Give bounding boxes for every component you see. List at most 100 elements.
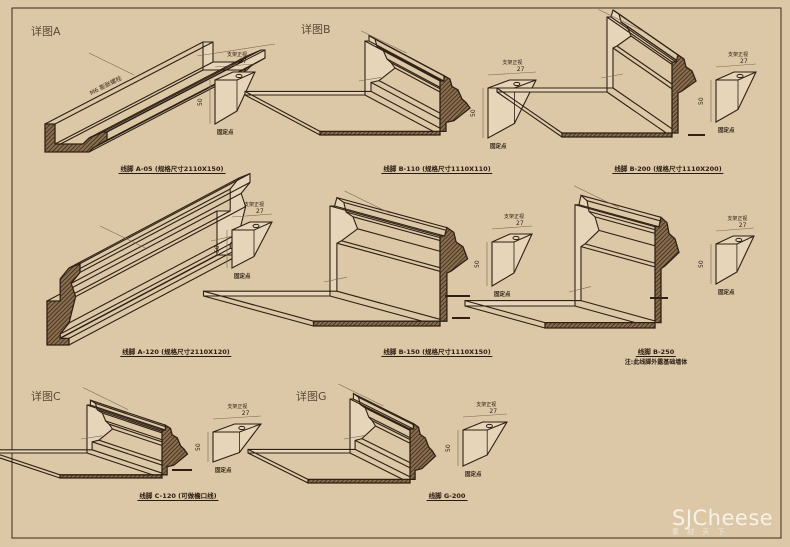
molding-g200-edge [349,452,411,484]
sheet-border [11,7,782,539]
bracket-b150-foot-text: 固定点 [494,290,511,298]
molding-a120-edge [79,173,251,265]
molding-b150-edge [343,201,454,233]
molding-b200-edge [610,16,677,63]
bracket-b200-foot-text: 固定点 [718,126,735,134]
molding-g200-edge [247,448,309,480]
molding-b110-edge [370,81,447,123]
section-label-g: 详图G [296,390,327,403]
bracket-c120-body [212,423,263,463]
molding-a05-dimension-line [196,43,276,57]
molding-a120-edge [75,206,246,298]
bracket-a05-bolt-hole-icon [235,73,243,79]
molding-g200-edge [354,448,416,480]
molding-a120-edge [79,181,251,273]
bracket-b200-height-text: 50 [698,97,705,105]
molding-b110-edge [368,40,445,82]
molding-b150-edge [336,242,448,274]
bracket-a05-label-text: 支架正视 [227,51,247,58]
bracket-a120-foot-text: 固定点 [234,272,251,280]
bracket-b200-label-text: 支架正视 [728,51,748,58]
molding-b250-edge [578,204,660,228]
caption-c120: 线脚 C-120 (可做檐口线) [137,492,219,501]
molding-b110-edge [244,94,321,136]
molding-b150-edge [336,197,448,229]
molding-b250-edge [584,243,666,267]
molding-g200 [247,383,437,484]
molding-a05-edge [106,49,266,133]
molding-g200-far-end [247,392,377,454]
molding-b110-edge [374,38,451,80]
molding-c120 [0,387,189,479]
molding-b150-edge [203,290,314,322]
molding-a05-section-hatch [44,123,108,153]
bracket-a120-height-text: 50 [214,245,221,253]
molding-a120-edge [59,210,231,302]
bracket-b110-label-text: 支架正视 [502,59,522,66]
molding-a120-edge [46,210,218,302]
molding-b250 [464,185,680,329]
bracket-g200-foot-text: 固定点 [465,470,482,478]
bracket-g200-dim-width [462,413,508,418]
molding-b200-leader [598,9,644,32]
bracket-b200-body [715,71,757,123]
caption-g200: 线脚 G-200 [426,492,468,501]
molding-b110-edge [364,94,441,136]
bracket-b150-height-text: 50 [474,260,481,268]
molding-b250-edge [464,300,546,324]
caption-a120: 线脚 A-120 (规格尺寸2110X120) [120,348,232,357]
molding-b250-edge [586,200,668,224]
molding-c120-edge [97,409,173,436]
molding-b150-edge [203,295,314,327]
molding-b250-edge [464,305,546,329]
bracket-g200-top-edge [487,421,508,431]
molding-b150-edge [329,205,441,237]
molding-c120-edge [95,402,171,429]
molding-b250-dimension-line [568,286,592,293]
bracket-a120-bolt-hole-icon [252,223,260,229]
bracket-b250-bolt-hole-icon [735,237,743,243]
bracket-b110-top-edge [514,79,537,89]
molding-g200-edge [358,396,419,428]
molding-b110-far-end [244,34,396,96]
bracket-b200-dim-width [715,63,757,68]
molding-b200-edge [496,91,563,138]
molding-a120-edge [70,192,242,284]
molding-a120-edge [68,232,240,324]
molding-a120-edge [68,247,240,339]
bracket-b110-height-text: 50 [470,109,477,117]
molding-b250-edge [580,300,662,324]
bracket-b150-body [491,233,533,287]
molding-c120-section-hatch [59,424,189,479]
molding-a120-edge [59,247,231,339]
bracket-g200-bolt-hole-icon [485,423,493,429]
caption-b250: 线脚 B-250 [635,348,677,357]
molding-a120-section-hatch [46,262,81,346]
molding-b200-edge [612,87,679,134]
molding-b250-leader [573,185,620,209]
molding-b250-edge [580,194,662,218]
molding-a120 [46,172,251,346]
bracket-b250-foot-text: 固定点 [718,288,735,296]
caption-b110: 线脚 B-110 (规格尺寸1110X110) [381,165,493,174]
molding-c120-edge [86,452,163,479]
bracket-a05-top-edge [236,71,256,81]
bracket-b150-width-text: 27 [516,220,524,227]
caption-b150: 线脚 B-150 (规格尺寸1110X150) [381,348,493,357]
molding-g200-edge [353,398,414,430]
molding-b150-leader [344,190,390,214]
molding-b150-far-end [202,196,359,297]
bracket-b110-bolt-hole-icon [513,81,521,87]
molding-b250-edge [574,204,656,228]
section-label-a: 详图A [31,25,61,38]
molding-b110-section-hatch [319,74,471,136]
section-label-b: 详图B [301,23,331,36]
molding-a05-leader [88,52,135,76]
molding-a120-edge [68,177,240,269]
molding-b150-edge [334,205,445,237]
bracket-b250-dim-width [715,227,755,232]
